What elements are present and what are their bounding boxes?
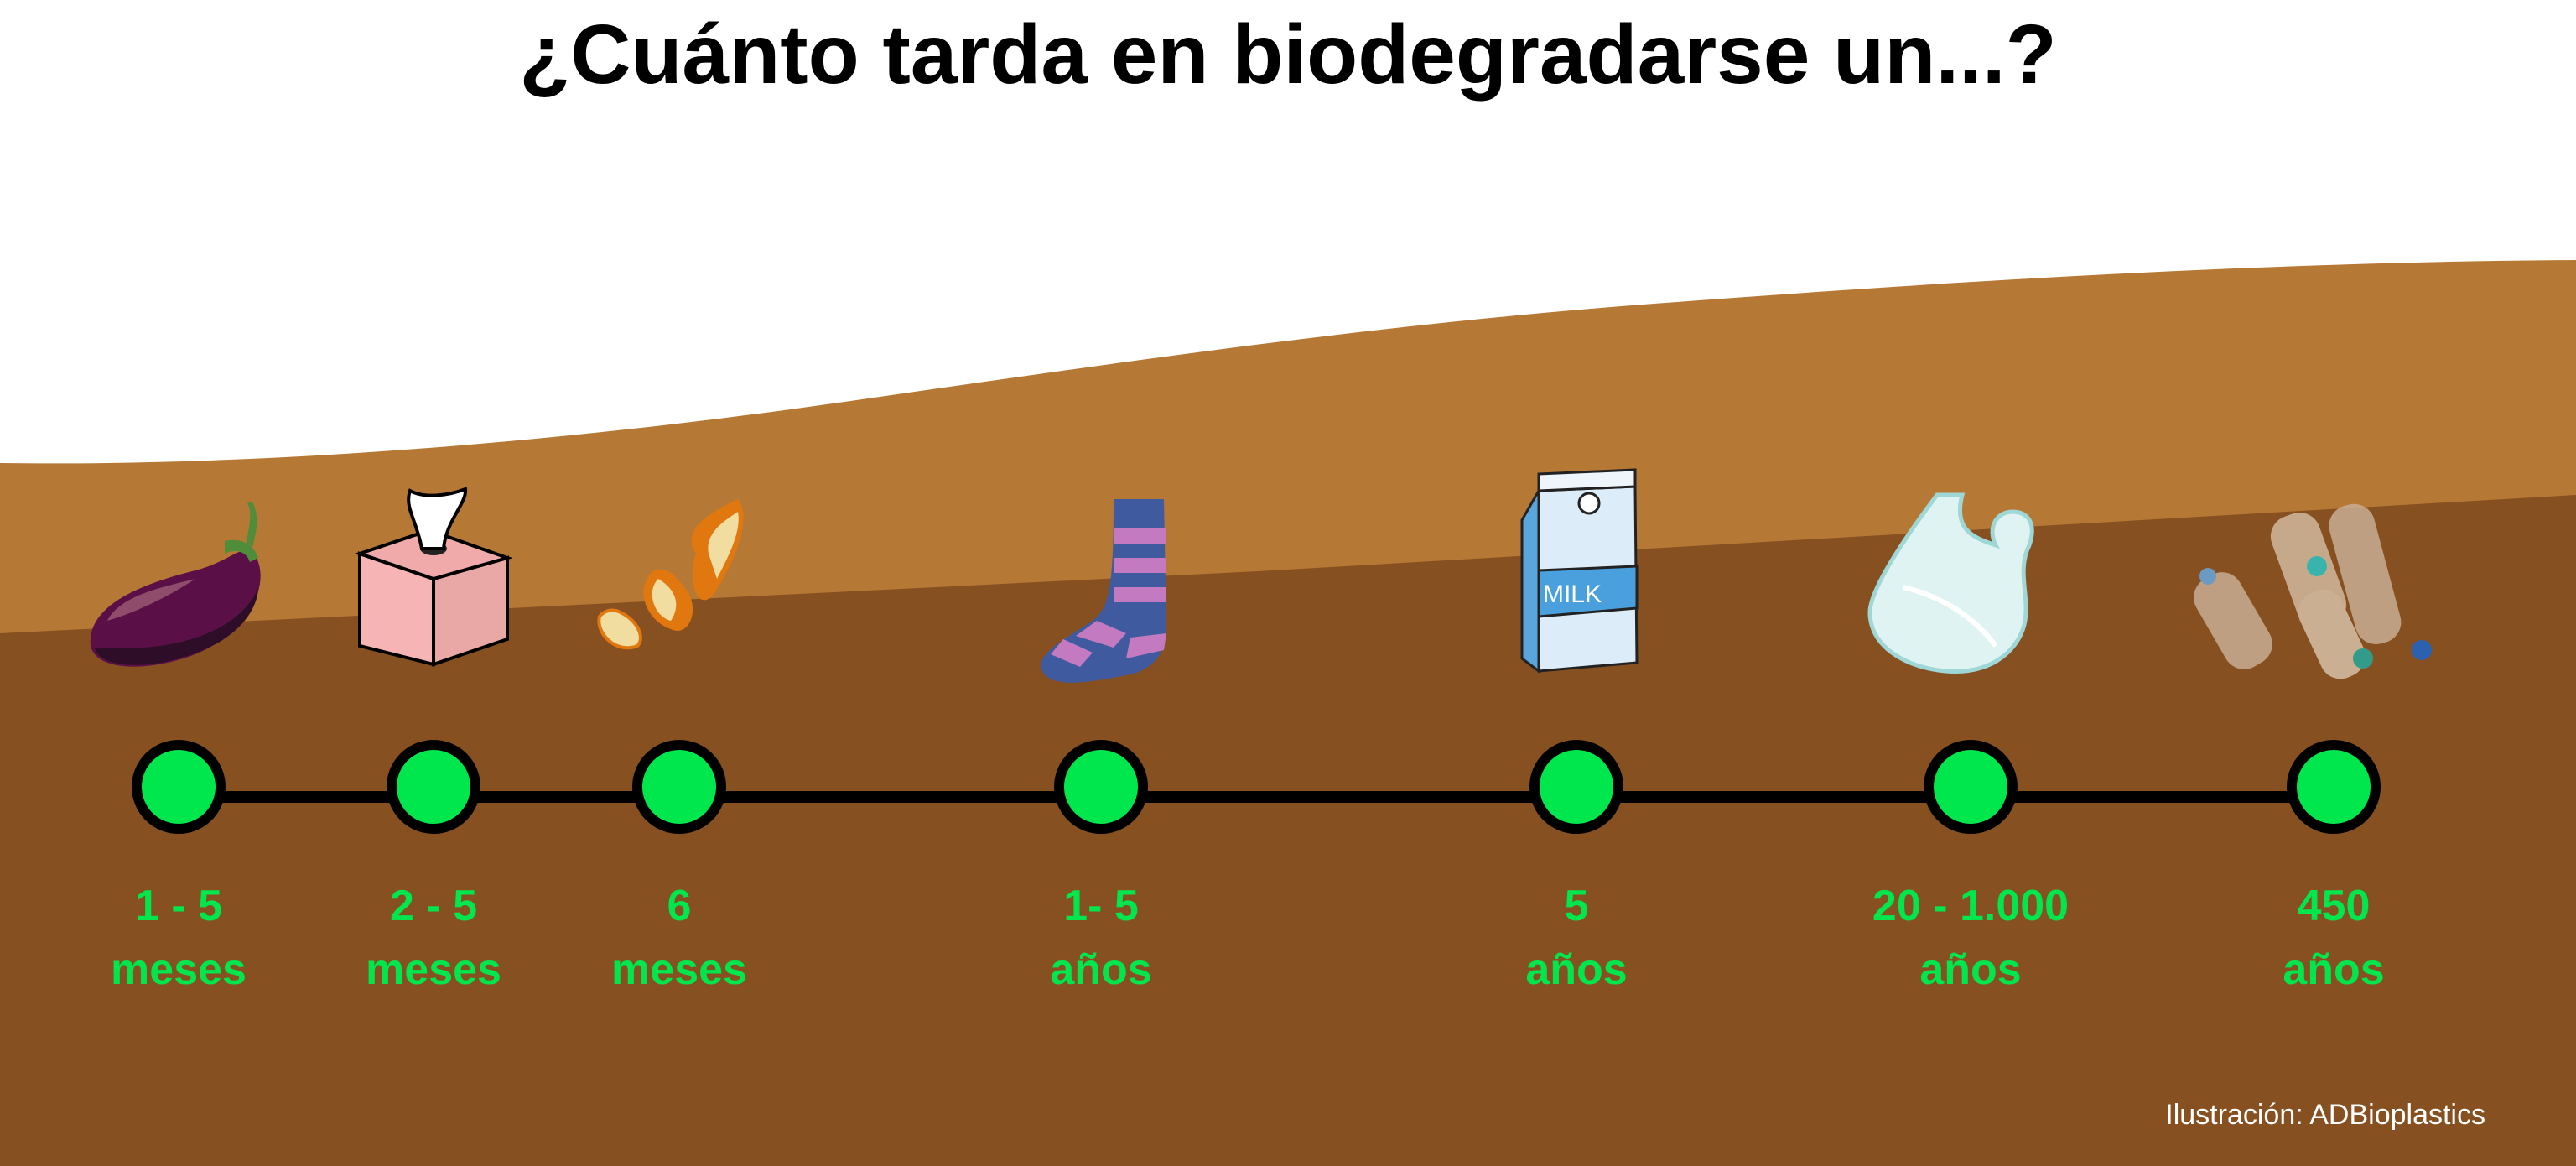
timeline-label-plastic-bottles: 450 años [2166, 874, 2501, 1002]
timeline-label-milk-carton: 5 años [1409, 874, 1744, 1002]
timeline-nodes [132, 740, 2381, 834]
eggplant-icon [90, 502, 261, 667]
duration-value: 1- 5 [1063, 882, 1139, 930]
sock-icon [1041, 499, 1166, 683]
plastic-bag-icon [1867, 492, 2034, 674]
duration-unit: años [1525, 945, 1628, 994]
duration-value: 450 [2297, 882, 2371, 930]
timeline-label-tissue-box: 2 - 5 meses [266, 874, 601, 1002]
duration-unit: meses [111, 945, 247, 994]
duration-unit: años [2283, 945, 2385, 994]
timeline-label-plastic-bag: 20 - 1.000 años [1803, 874, 2138, 1002]
page-title: ¿Cuánto tarda en biodegradarse un...? [519, 8, 2057, 102]
timeline-label-sock: 1- 5 años [933, 874, 1269, 1002]
duration-unit: años [1919, 945, 2022, 994]
duration-value: 1 - 5 [134, 882, 223, 930]
plastic-bottles-icon [2194, 503, 2432, 679]
timeline-node-sock [1054, 740, 1148, 834]
timeline-node-plastic-bottles [2287, 740, 2381, 834]
tissue-box-icon [354, 487, 513, 667]
timeline-label-eggplant: 1 - 5 meses [11, 874, 346, 1002]
timeline-node-eggplant [132, 740, 226, 834]
orange-peel-icon [597, 499, 744, 650]
milk-carton-icon: MILK [1520, 468, 1639, 674]
milk-carton-text: MILK [1543, 580, 1602, 608]
timeline-node-plastic-bag [1924, 740, 2018, 834]
duration-value: 6 [667, 882, 692, 930]
timeline-node-tissue-box [387, 740, 480, 834]
duration-value: 20 - 1.000 [1872, 882, 2070, 930]
duration-value: 2 - 5 [389, 882, 478, 930]
duration-unit: meses [366, 945, 501, 994]
duration-value: 5 [1564, 882, 1589, 930]
timeline-node-milk-carton [1530, 740, 1623, 834]
duration-unit: años [1050, 945, 1152, 994]
timeline-label-orange-peel: 6 meses [512, 874, 847, 1002]
illustration-credit: Ilustración: ADBioplastics [2165, 1099, 2485, 1131]
timeline-node-orange-peel [632, 740, 726, 834]
duration-unit: meses [611, 945, 747, 994]
